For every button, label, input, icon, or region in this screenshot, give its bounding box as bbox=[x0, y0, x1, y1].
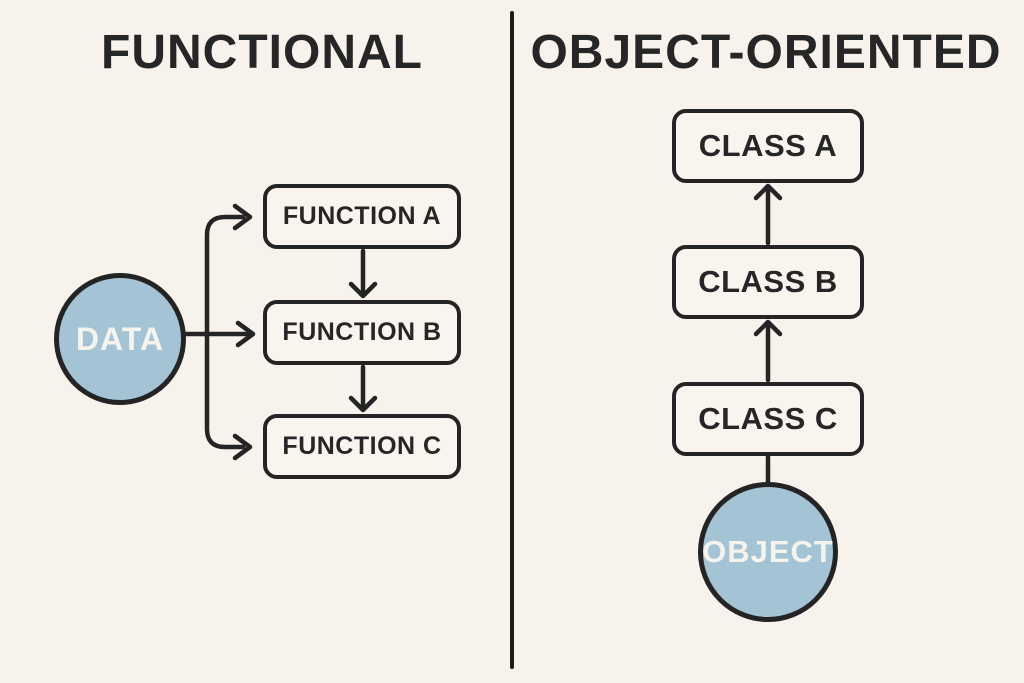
functional-panel-title: FUNCTIONAL bbox=[101, 26, 423, 79]
object-source-circle: OBJECT bbox=[698, 482, 838, 622]
function-b-node: FUNCTION B bbox=[263, 300, 461, 365]
function-b-to-c-arrow bbox=[348, 364, 378, 413]
function-c-node: FUNCTION C bbox=[263, 414, 461, 479]
data-source-label: DATA bbox=[75, 320, 165, 357]
class-c-to-b-arrow bbox=[753, 319, 783, 383]
function-b-label: FUNCTION B bbox=[282, 318, 442, 346]
function-a-node: FUNCTION A bbox=[263, 184, 461, 249]
class-c-label: CLASS C bbox=[698, 401, 838, 436]
class-b-to-a-arrow bbox=[753, 183, 783, 246]
class-b-node: CLASS B bbox=[672, 245, 864, 319]
function-a-to-b-arrow bbox=[348, 248, 378, 299]
data-branch-connector bbox=[183, 203, 256, 461]
class-a-label: CLASS A bbox=[698, 128, 838, 163]
object-oriented-panel-title: OBJECT-ORIENTED bbox=[530, 26, 1002, 79]
class-b-label: CLASS B bbox=[698, 264, 838, 299]
data-source-circle: DATA bbox=[54, 273, 186, 405]
class-c-node: CLASS C bbox=[672, 382, 864, 456]
class-a-node: CLASS A bbox=[672, 109, 864, 183]
object-source-label: OBJECT bbox=[702, 534, 834, 569]
function-a-label: FUNCTION A bbox=[282, 202, 442, 230]
function-c-label: FUNCTION C bbox=[282, 432, 442, 460]
